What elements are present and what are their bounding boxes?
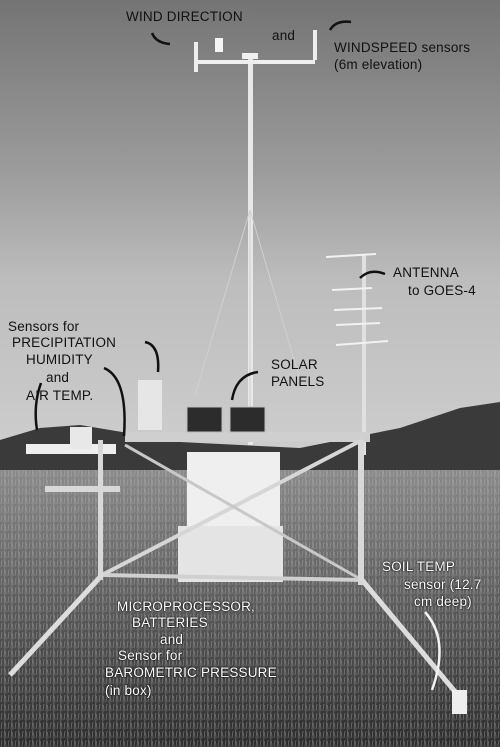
label-antenna-2: to GOES-4 — [408, 283, 476, 298]
label-sensors-4: and — [46, 370, 70, 385]
label-sensors-5: AIR TEMP. — [26, 388, 94, 403]
label-micro-6: (in box) — [105, 683, 152, 698]
label-solar-1: SOLAR — [271, 357, 318, 372]
label-micro-5: BAROMETRIC PRESSURE — [105, 665, 277, 680]
label-micro-3: and — [160, 632, 184, 647]
label-micro-4: Sensor for — [118, 648, 183, 663]
label-soil-3: cm deep) — [414, 594, 472, 609]
label-solar-2: PANELS — [271, 374, 325, 389]
label-windspeed-1: WINDSPEED sensors — [334, 40, 471, 55]
label-windspeed-2: (6m elevation) — [334, 57, 423, 72]
label-sensors-3: HUMIDITY — [26, 352, 93, 367]
pointer-arrows — [34, 20, 441, 691]
label-soil-1: SOIL TEMP — [382, 559, 456, 574]
label-antenna-1: ANTENNA — [393, 265, 459, 280]
label-sensors-1: Sensors for — [8, 319, 80, 334]
label-soil-2: sensor (12.7 — [404, 577, 482, 592]
label-micro-1: MICROPROCESSOR, — [117, 599, 256, 614]
label-and: and — [272, 28, 296, 43]
label-wind-direction: WIND DIRECTION — [126, 9, 243, 24]
label-micro-2: BATTERIES — [132, 615, 208, 630]
label-sensors-2: PRECIPITATION — [12, 335, 117, 350]
